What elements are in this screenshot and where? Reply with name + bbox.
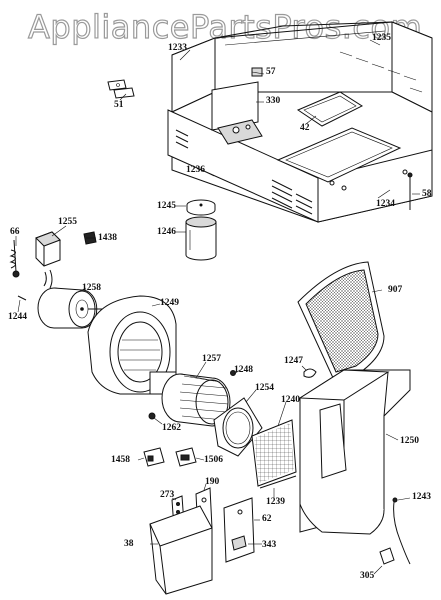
part-label-190: 190 xyxy=(205,477,220,487)
part-label-58: 58 xyxy=(422,189,432,199)
switch-box xyxy=(35,231,97,267)
part-label-1240: 1240 xyxy=(281,395,300,405)
part-label-907: 907 xyxy=(388,285,403,295)
watermark-logo: AppliancePartsPros.com xyxy=(27,7,423,46)
part-label-42: 42 xyxy=(300,123,310,133)
blower-wheel xyxy=(161,373,231,427)
part-label-1244: 1244 xyxy=(8,312,27,322)
ring-1254 xyxy=(213,397,263,457)
part-label-1255: 1255 xyxy=(58,217,77,227)
part-label-1257: 1257 xyxy=(202,354,221,364)
part-label-1506: 1506 xyxy=(204,455,223,465)
screen-1240 xyxy=(251,419,297,489)
part-label-51: 51 xyxy=(114,100,124,110)
part-label-38: 38 xyxy=(124,539,134,549)
part-label-273: 273 xyxy=(160,490,175,500)
part-label-1458: 1458 xyxy=(111,455,130,465)
part-label-1246: 1246 xyxy=(157,227,176,237)
part-label-1236: 1236 xyxy=(186,165,205,175)
part-label-62: 62 xyxy=(262,514,272,524)
part-label-1243: 1243 xyxy=(412,492,431,502)
filter-907 xyxy=(297,261,385,381)
part-label-57: 57 xyxy=(266,67,276,77)
motor xyxy=(37,269,104,329)
spring-part-66 xyxy=(9,239,20,278)
part-label-1248: 1248 xyxy=(234,365,253,375)
duct-1250 xyxy=(298,369,411,535)
part-label-1254: 1254 xyxy=(255,383,274,393)
part-label-1234: 1234 xyxy=(376,199,395,209)
part-label-1438: 1438 xyxy=(98,233,117,243)
leader-lines xyxy=(15,39,420,575)
jar-assembly xyxy=(185,199,217,261)
part-label-1245: 1245 xyxy=(157,201,176,211)
part-label-1258: 1258 xyxy=(82,283,101,293)
part-label-1247: 1247 xyxy=(284,356,303,366)
part-label-1233: 1233 xyxy=(168,43,187,53)
part-label-330: 330 xyxy=(266,96,281,106)
part-label-1235: 1235 xyxy=(372,33,391,43)
blower-housing xyxy=(87,295,177,395)
chassis-housing xyxy=(167,21,433,223)
clip-part-51 xyxy=(107,79,135,99)
part-label-1239: 1239 xyxy=(266,497,285,507)
part-label-66: 66 xyxy=(10,227,20,237)
part-label-1250: 1250 xyxy=(400,436,419,446)
part-label-305: 305 xyxy=(360,571,375,581)
part-label-1262: 1262 xyxy=(162,423,181,433)
part-label-343: 343 xyxy=(262,540,277,550)
part-label-1249: 1249 xyxy=(160,298,179,308)
